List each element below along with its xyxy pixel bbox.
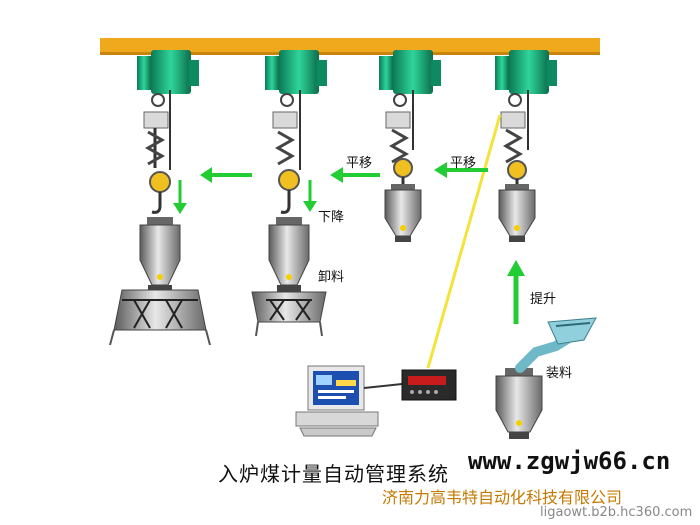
label-lift: 提升 (530, 292, 557, 307)
hopper-3 (384, 184, 422, 242)
hopper-1 (109, 217, 211, 346)
loading-conveyor (515, 317, 597, 373)
label-load: 装料 (546, 366, 573, 381)
watermark-site: www.zgwjw66.cn (468, 447, 671, 475)
label-move-1: 平移 (346, 156, 373, 171)
diagram-caption: 入炉煤计量自动管理系统 (218, 462, 449, 486)
signal-line (426, 114, 502, 369)
arrow-lower-2 (303, 180, 317, 212)
hoist-3 (379, 50, 441, 186)
arrow-lower-1 (173, 180, 187, 214)
hoist-2 (265, 50, 327, 214)
weighing-indicator (401, 369, 457, 401)
label-move-2: 平移 (450, 156, 477, 171)
arrow-move-2 (330, 167, 380, 183)
arrow-move-3 (434, 162, 488, 178)
hoist-1 (137, 50, 199, 214)
loading-hopper (495, 368, 543, 439)
label-lower: 下降 (318, 210, 345, 225)
computer (295, 365, 379, 437)
hopper-2 (251, 217, 327, 337)
watermark-domain: ligaowt.b2b.hc360.com (540, 505, 693, 520)
watermark-company: 济南力高韦特自动化科技有限公司 (382, 488, 623, 507)
overhead-rail (100, 38, 600, 55)
hopper-4 (498, 184, 536, 242)
label-unload: 卸料 (318, 270, 345, 285)
arrow-move-1 (200, 167, 252, 183)
hoist-4 (495, 50, 557, 186)
computer-cable (363, 383, 403, 389)
arrow-lift (507, 260, 525, 324)
